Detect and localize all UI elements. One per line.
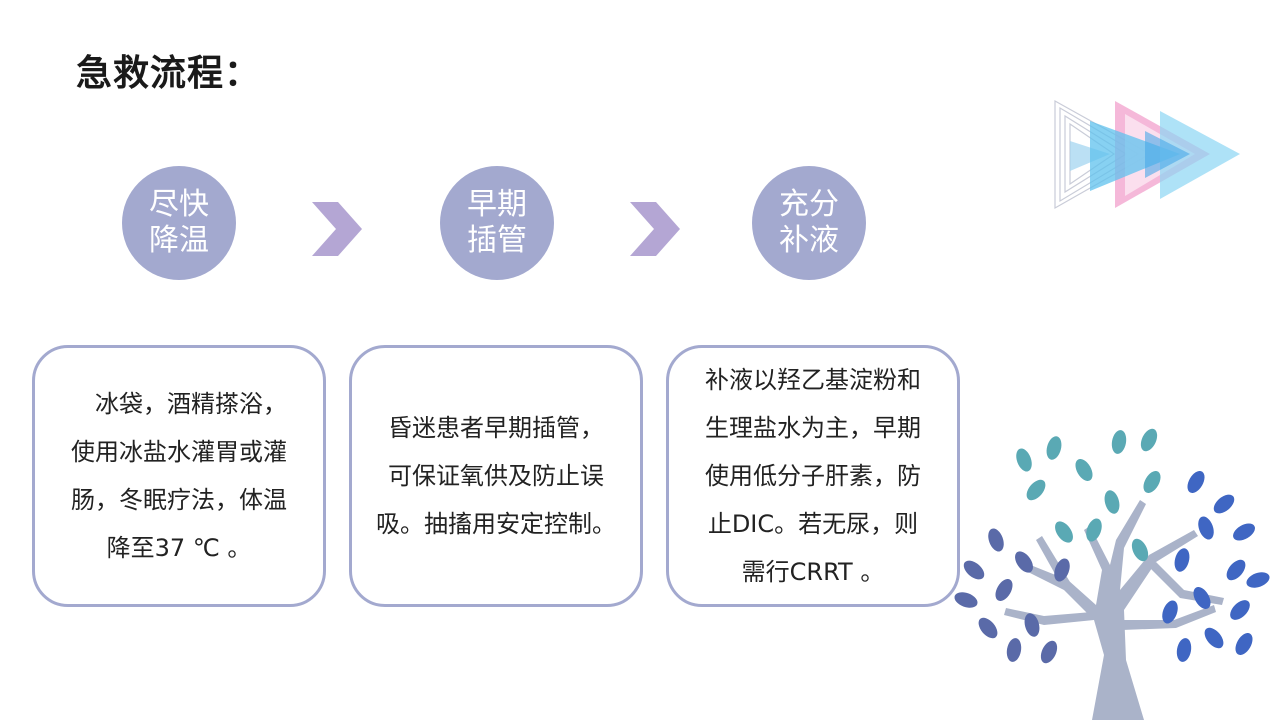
- step-label-line1: 充分: [779, 187, 839, 222]
- info-text: 昏迷患者早期插管， 可保证氧供及防止误 吸。抽搐用安定控制。: [376, 414, 616, 538]
- info-text: 补液以羟乙基淀粉和 生理盐水为主，早期 使用低分子肝素，防 止DIC。若无尿，则…: [705, 366, 921, 586]
- page-title: 急救流程：: [76, 53, 262, 94]
- step-circle-cooling: 尽快 降温: [122, 166, 236, 280]
- step-label-line1: 早期: [467, 187, 527, 222]
- step-circle-intubation: 早期 插管: [440, 166, 554, 280]
- info-box-intubation: 昏迷患者早期插管， 可保证氧供及防止误 吸。抽搐用安定控制。: [349, 345, 643, 607]
- info-box-fluid: 补液以羟乙基淀粉和 生理盐水为主，早期 使用低分子肝素，防 止DIC。若无尿，则…: [666, 345, 960, 607]
- step-label-line1: 尽快: [149, 187, 209, 222]
- info-box-cooling: 冰袋，酒精搽浴， 使用冰盐水灌胃或灌 肠，冬眠疗法，体温 降至37 ℃ 。: [32, 345, 326, 607]
- chevron-right-icon: [312, 202, 362, 256]
- info-text: 冰袋，酒精搽浴， 使用冰盐水灌胃或灌 肠，冬眠疗法，体温 降至37 ℃ 。: [71, 390, 287, 562]
- chevron-right-icon: [630, 202, 680, 256]
- step-circle-fluid: 充分 补液: [752, 166, 866, 280]
- step-label-line2: 插管: [467, 223, 527, 258]
- step-label-line2: 降温: [149, 223, 209, 258]
- triangles-decoration: [1054, 99, 1240, 210]
- tree-illustration: [954, 428, 1270, 720]
- step-label-line2: 补液: [779, 223, 839, 258]
